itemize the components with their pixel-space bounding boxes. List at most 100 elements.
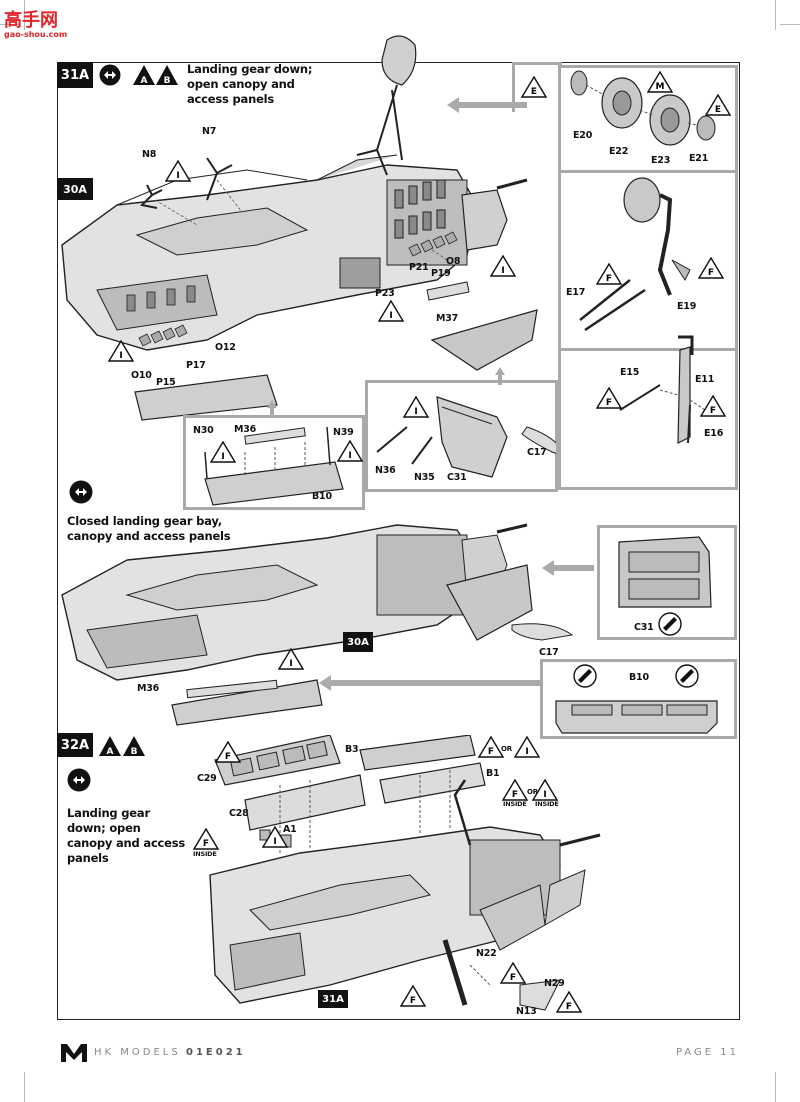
svg-text:I: I	[273, 837, 276, 847]
glue-f-icon: F	[500, 962, 526, 984]
closed-b10-drawing	[555, 700, 718, 734]
svg-text:F: F	[606, 398, 612, 408]
glue-i-icon: I	[532, 779, 558, 801]
svg-text:F: F	[512, 790, 518, 800]
ref-30a-tag: 30A	[343, 632, 373, 652]
part-label: A1	[283, 824, 297, 835]
svg-text:I: I	[221, 452, 224, 462]
step31-caption: Landing gear down; open canopy and acces…	[187, 62, 313, 106]
svg-text:F: F	[710, 406, 716, 416]
part-label: N30	[193, 425, 214, 436]
footer-code: 01E021	[186, 1047, 246, 1058]
option-b-icon: B	[123, 736, 145, 757]
svg-text:F: F	[488, 747, 494, 757]
glue-e-icon: E	[521, 76, 547, 98]
footer-brand: HK MODELS	[94, 1047, 181, 1058]
part-label: P15	[156, 377, 176, 388]
part-label: N39	[333, 427, 354, 438]
option-b-label: B	[164, 76, 171, 86]
part-label: B10	[629, 672, 649, 683]
cement-brush-icon	[658, 612, 682, 636]
trim-mark	[775, 0, 776, 30]
glue-i-icon: I	[108, 340, 134, 362]
step-number-31a: 31A	[57, 62, 93, 88]
svg-text:F: F	[708, 268, 714, 278]
page-number: PAGE 11	[676, 1047, 740, 1058]
rotate-icon	[69, 480, 93, 504]
canopy-detail-box	[365, 380, 558, 492]
part-label: E20	[573, 130, 593, 141]
glue-f-icon: F	[193, 828, 219, 850]
part-label: C28	[229, 808, 249, 819]
option-a-icon: A	[99, 736, 121, 757]
closed-caption: Closed landing gear bay, canopy and acce…	[67, 514, 231, 543]
part-label: M37	[436, 313, 459, 324]
part-label: N36	[375, 465, 396, 476]
trim-mark	[24, 0, 25, 30]
glue-m-icon: M	[647, 71, 673, 93]
glue-e-icon: E	[705, 94, 731, 116]
part-label: O8	[446, 256, 461, 267]
part-label: P23	[375, 288, 395, 299]
part-label: E21	[689, 153, 709, 164]
cement-brush-icon	[675, 664, 699, 688]
part-label: E11	[695, 374, 715, 385]
closed-assembly-drawing	[61, 523, 594, 726]
part-label: C17	[527, 447, 547, 458]
glue-i-icon: I	[262, 826, 288, 848]
svg-text:M: M	[656, 82, 665, 92]
ref-30a-tag: 30A	[57, 178, 93, 200]
part-label: O12	[215, 342, 236, 353]
svg-text:I: I	[389, 311, 392, 321]
svg-text:I: I	[414, 407, 417, 417]
rotate-icon	[99, 64, 121, 86]
part-label: C31	[634, 622, 654, 633]
option-a-label: A	[141, 76, 148, 86]
glue-i-icon: I	[337, 440, 363, 462]
option-a-label: A	[107, 747, 114, 757]
part-label: C17	[539, 647, 559, 658]
glue-f-icon: F	[596, 263, 622, 285]
svg-text:E: E	[715, 105, 721, 115]
svg-text:I: I	[119, 351, 122, 361]
closed-canopy-drawing	[618, 536, 712, 608]
glue-f-icon: F	[502, 779, 528, 801]
step31-icons: A B	[99, 64, 178, 86]
svg-text:I: I	[289, 659, 292, 669]
step31-assembly-drawing	[61, 35, 538, 421]
canopy-drawing	[376, 396, 556, 478]
part-label: E16	[704, 428, 724, 439]
svg-text:I: I	[176, 171, 179, 181]
trim-mark	[780, 24, 800, 25]
glue-f-icon: F	[478, 736, 504, 758]
divider	[560, 170, 736, 173]
part-label: B3	[345, 744, 359, 755]
part-label: M36	[234, 424, 257, 435]
glue-f-icon: F	[556, 991, 582, 1013]
part-label: B10	[312, 491, 332, 502]
svg-text:I: I	[525, 747, 528, 757]
part-label: N29	[544, 978, 565, 989]
svg-text:F: F	[566, 1002, 572, 1012]
part-label: N8	[142, 149, 157, 160]
step32-assembly-drawing	[209, 735, 601, 1011]
step32-options: A B	[99, 736, 145, 757]
part-label: P19	[431, 268, 451, 279]
inside-note: INSIDE	[503, 800, 527, 808]
part-label: O10	[131, 370, 152, 381]
svg-text:I: I	[348, 451, 351, 461]
cement-brush-icon	[573, 664, 597, 688]
svg-text:F: F	[410, 996, 416, 1006]
option-b-icon: B	[156, 65, 178, 86]
part-label: N22	[476, 948, 497, 959]
landing-gear-detail-box	[558, 65, 738, 490]
inside-note: INSIDE	[193, 850, 217, 858]
watermark-brand: 高手网	[4, 10, 58, 31]
rotate-icon	[67, 768, 91, 792]
trim-mark	[0, 24, 20, 25]
part-label: E17	[566, 287, 586, 298]
glue-i-icon: I	[403, 396, 429, 418]
svg-text:F: F	[203, 839, 209, 849]
svg-text:F: F	[510, 973, 516, 983]
hk-models-logo	[61, 1044, 87, 1062]
